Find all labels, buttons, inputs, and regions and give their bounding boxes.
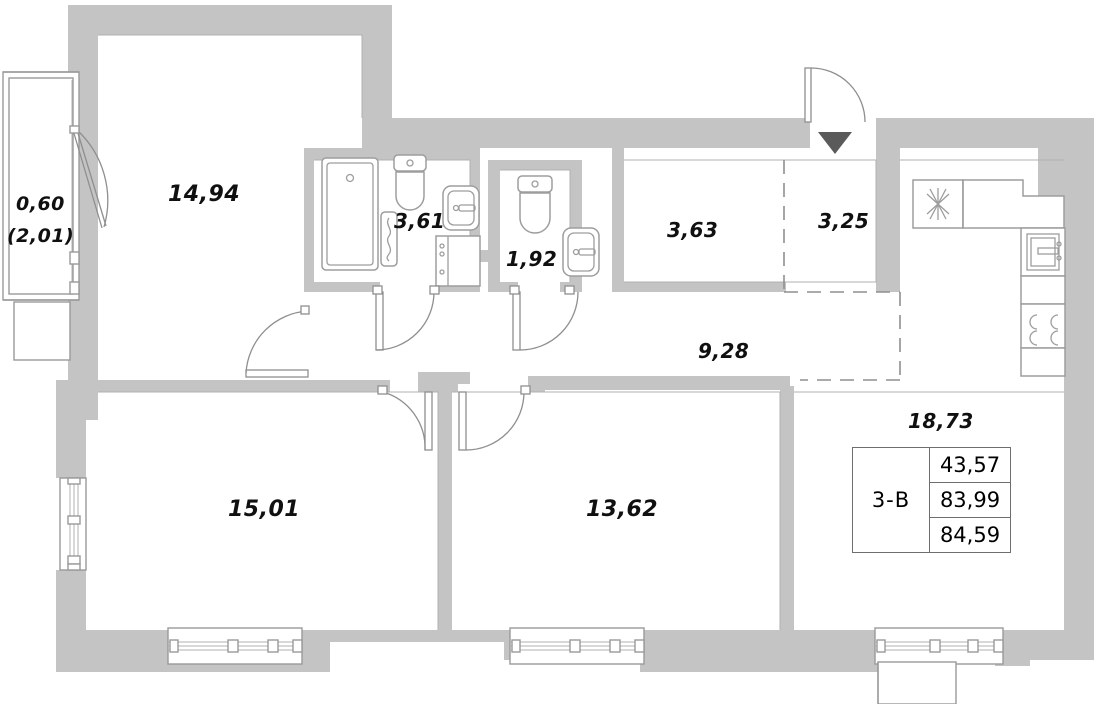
towel-radiator: [380, 211, 398, 267]
door-bathroom: [372, 285, 440, 351]
living-area-cell: 43,57: [929, 447, 1011, 483]
entrance-door: [804, 67, 866, 154]
kitchen-sink: [1020, 227, 1066, 277]
toilet-wc: [517, 175, 553, 234]
dashed-partitions: [783, 160, 901, 381]
washbasin-bathroom: [442, 185, 480, 231]
door-bedroom-bottommid: [458, 385, 531, 451]
snowflake-icon: [926, 188, 950, 220]
toilet-bathroom: [393, 154, 427, 211]
area-label-bedroom-bottom-left: 15,01: [228, 497, 301, 522]
door-bedroom-topleft: [245, 305, 310, 378]
balcony-bottom-right: [877, 661, 957, 704]
kitchen-counter: [962, 179, 1065, 229]
bathtub: [321, 157, 379, 271]
area-label-bedroom-top-left: 14,94: [168, 182, 241, 207]
area-label-balcony: 0,60: [16, 193, 65, 215]
kitchen-cabinet-lower: [1020, 347, 1066, 377]
area-label-bathroom: 3,61: [394, 209, 446, 233]
area-label-bedroom-bottom-mid: 13,62: [586, 497, 659, 522]
total-area-cell: 84,59: [929, 517, 1011, 553]
unit-code-cell: 3-В: [852, 447, 930, 553]
door-bedroom-bottomleft: [377, 385, 433, 451]
window-bottom-right: [874, 627, 1004, 665]
window-bottom-middle: [509, 627, 645, 665]
door-wc: [509, 285, 579, 351]
cooktop: [1020, 303, 1066, 349]
area-label-wc: 1,92: [506, 247, 558, 271]
summary-table: 3-В 43,57 83,99 84,59: [852, 447, 1011, 553]
window-left: [59, 477, 87, 571]
balcony: [2, 71, 109, 361]
window-bottom-left: [167, 627, 303, 665]
washbasin-wc: [562, 227, 600, 277]
kitchen-cabinet-upper: [1020, 275, 1066, 305]
area-without-balcony-cell: 83,99: [929, 482, 1011, 518]
area-label-entry-hall: 3,25: [818, 209, 870, 233]
area-label-kitchen-living: 18,73: [908, 409, 974, 433]
area-label-corridor: 9,28: [698, 339, 750, 363]
refrigerator: [912, 179, 964, 229]
area-label-balcony-total: (2,01): [7, 225, 75, 247]
area-label-storage: 3,63: [667, 218, 719, 242]
washing-machine: [435, 235, 481, 287]
wall-structure: [56, 5, 1094, 672]
